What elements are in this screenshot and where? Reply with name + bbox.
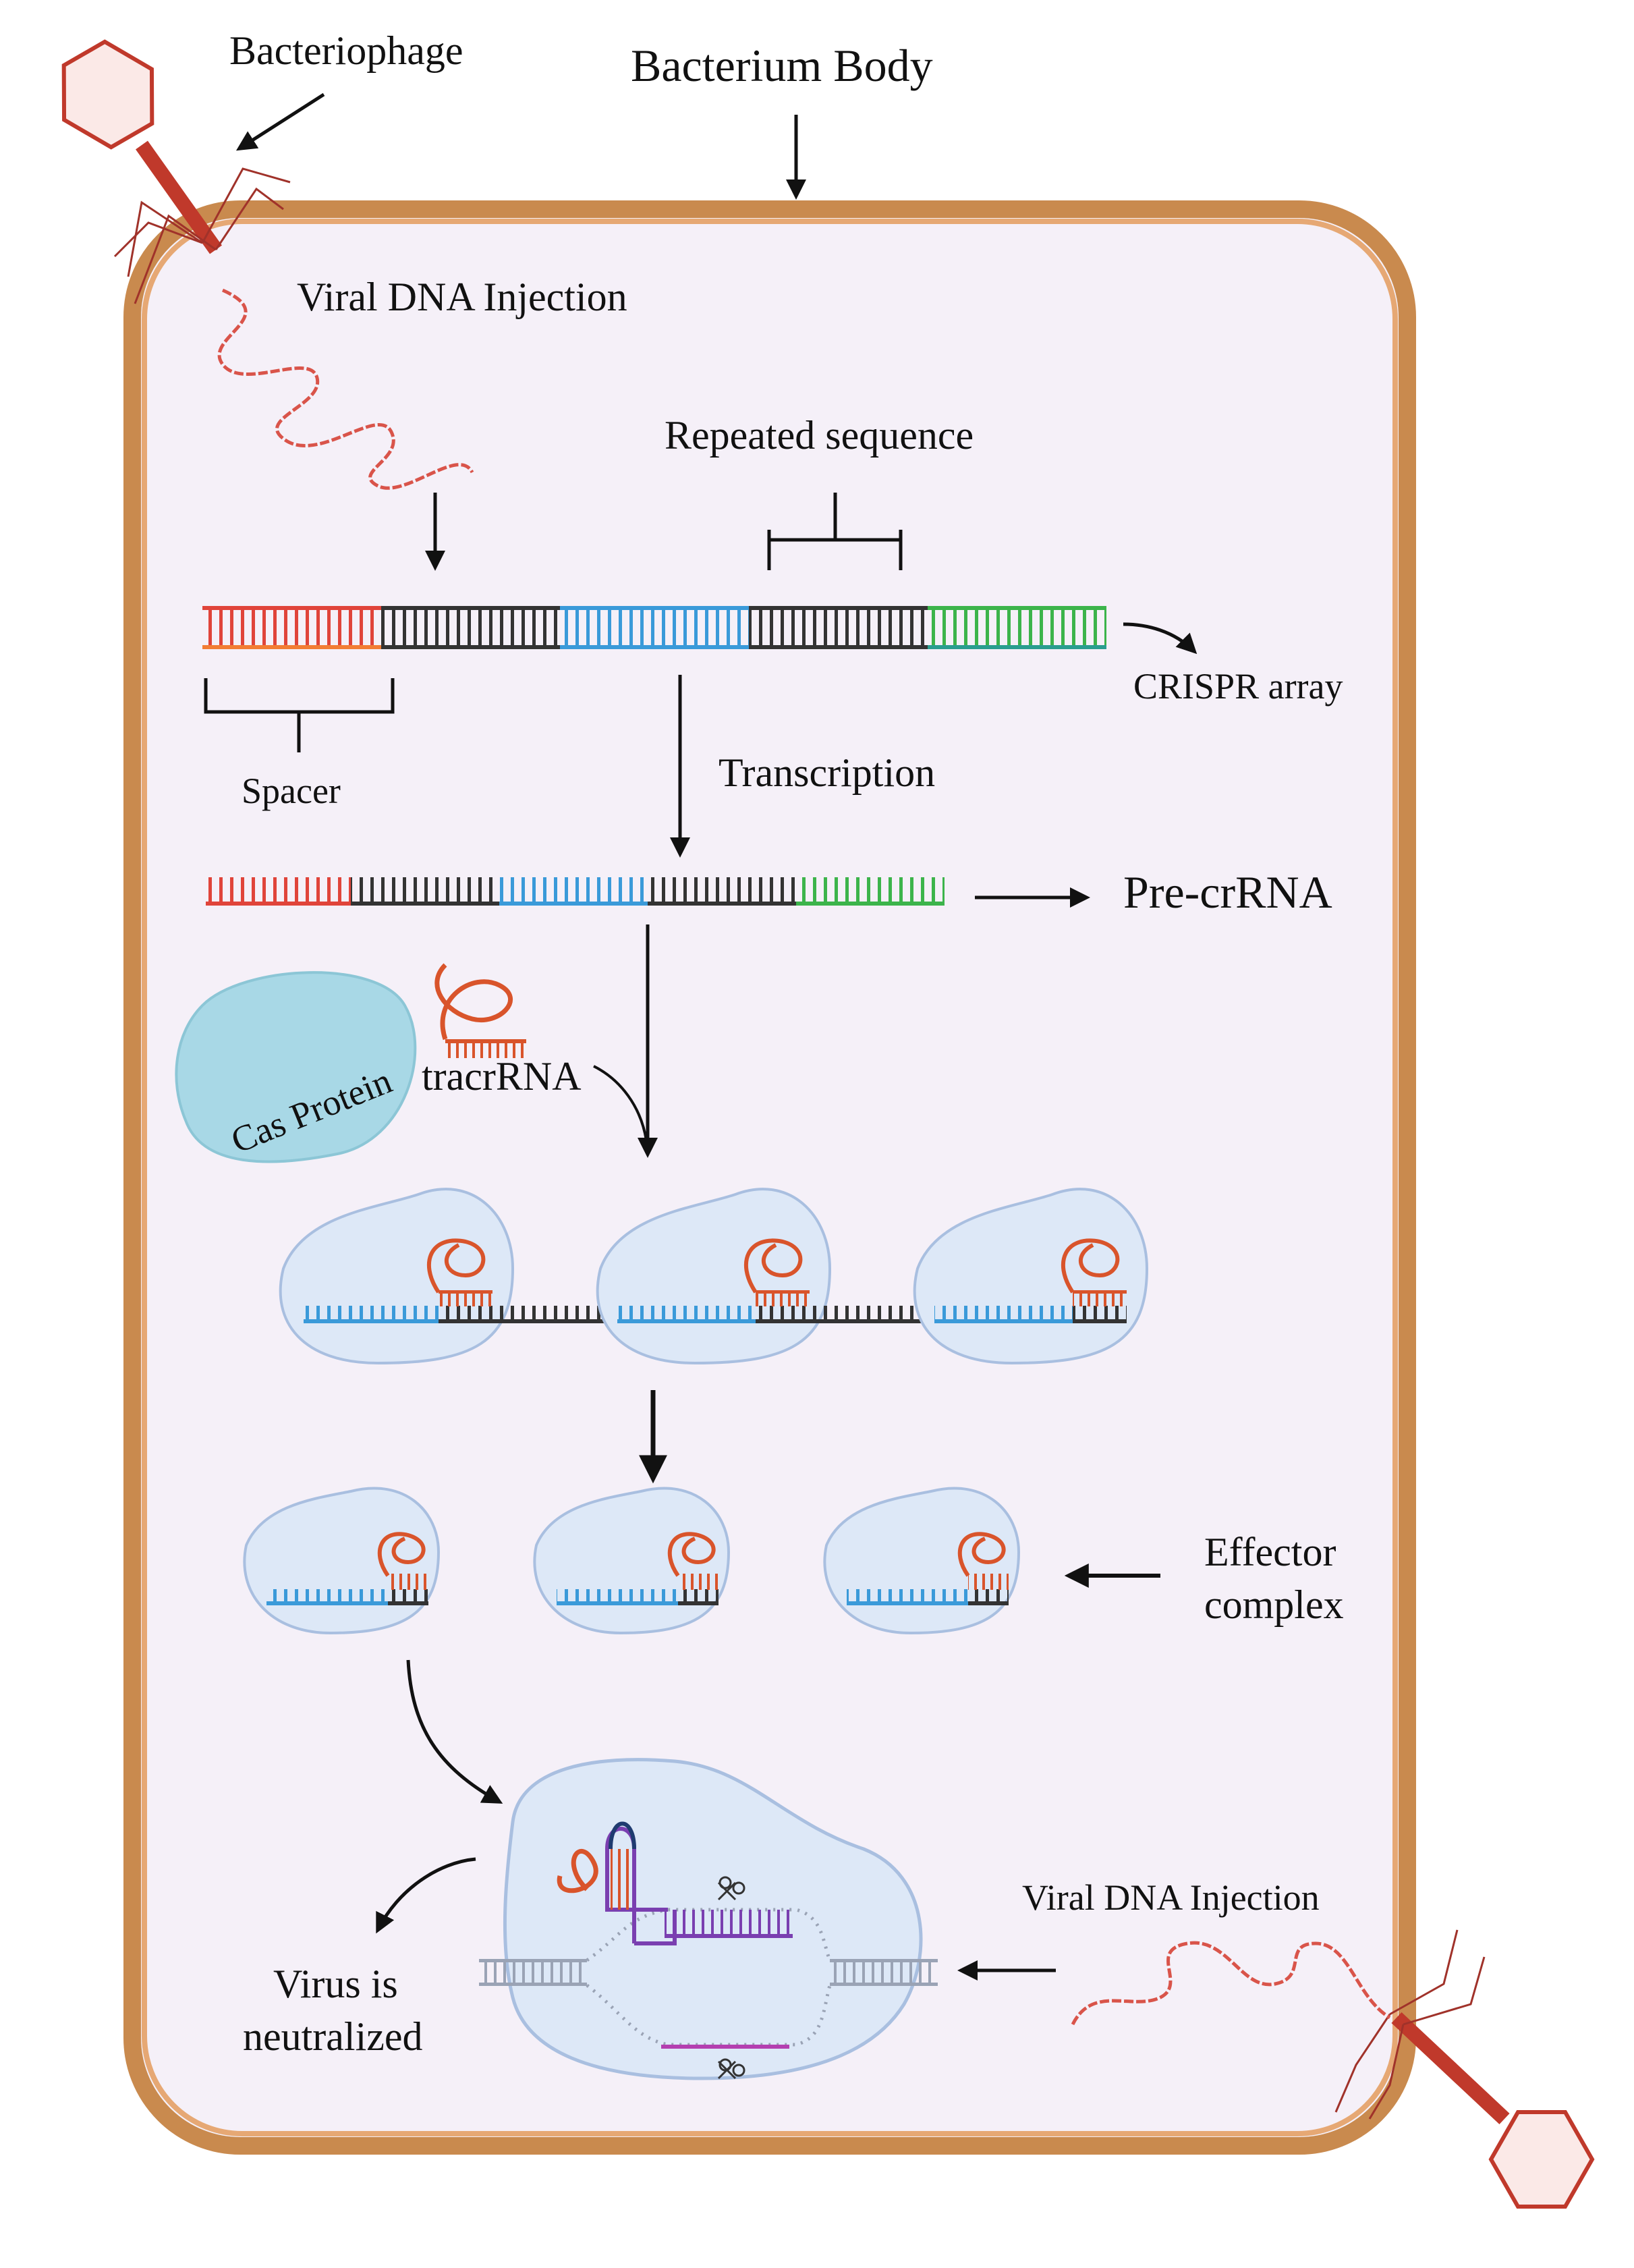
viral-dna-strand-bottom: [1071, 1941, 1391, 2026]
effector-complex-label-1: Effector: [1204, 1530, 1336, 1574]
bacterium-body-label: Bacterium Body: [631, 40, 933, 91]
effector-complex-label-2: complex: [1204, 1582, 1344, 1627]
bacteriophage-label: Bacteriophage: [229, 28, 463, 73]
effector-complex-2: [533, 1487, 731, 1635]
transcription-label: Transcription: [719, 750, 935, 795]
spacer-bracket: [204, 678, 395, 752]
interference-complex: [479, 1758, 938, 2080]
effector-complex-3: [823, 1487, 1021, 1635]
effector-complex-1: [243, 1487, 441, 1635]
tracrrna-label: tracrRNA: [422, 1054, 582, 1099]
bacteriophage-top: [61, 39, 291, 304]
cas-complex-1: [279, 1188, 607, 1365]
repeated-sequence-bracket: [767, 493, 903, 542]
cas-complex-row-1: [279, 1188, 1149, 1365]
viral-dna-injection-label-top: Viral DNA Injection: [297, 275, 627, 319]
viral-dna-injection-label-bottom: Viral DNA Injection: [1022, 1877, 1320, 1918]
effector-complex-row: [243, 1487, 1021, 1635]
crispr-array: [202, 606, 1106, 649]
neutralized-arrow: [376, 1857, 476, 1934]
spacer-label: Spacer: [242, 771, 341, 811]
cas-complex-3: [913, 1188, 1149, 1365]
viral-dna-strand-top: [217, 288, 474, 490]
targeting-arrow: [406, 1659, 503, 1804]
tracrrna: [434, 963, 526, 1058]
virus-neutralized-label-2: neutralized: [243, 2014, 423, 2059]
repeated-sequence-label: Repeated sequence: [665, 413, 974, 458]
cas-protein: Cas Protein: [175, 971, 417, 1163]
virus-neutralized-label-1: Virus is: [273, 1962, 398, 2006]
bacteriophage-bottom: [1334, 1929, 1595, 2209]
crispr-array-label: CRISPR array: [1133, 666, 1343, 707]
bacteriophage-arrow: [235, 92, 325, 151]
pre-crrna-strand: [206, 877, 945, 906]
bacterium-cell: [123, 200, 1416, 2155]
pre-crrna-label: Pre-crRNA: [1123, 866, 1332, 918]
crispr-array-arrow: [1123, 622, 1198, 655]
cas-complex-2: [596, 1188, 924, 1365]
